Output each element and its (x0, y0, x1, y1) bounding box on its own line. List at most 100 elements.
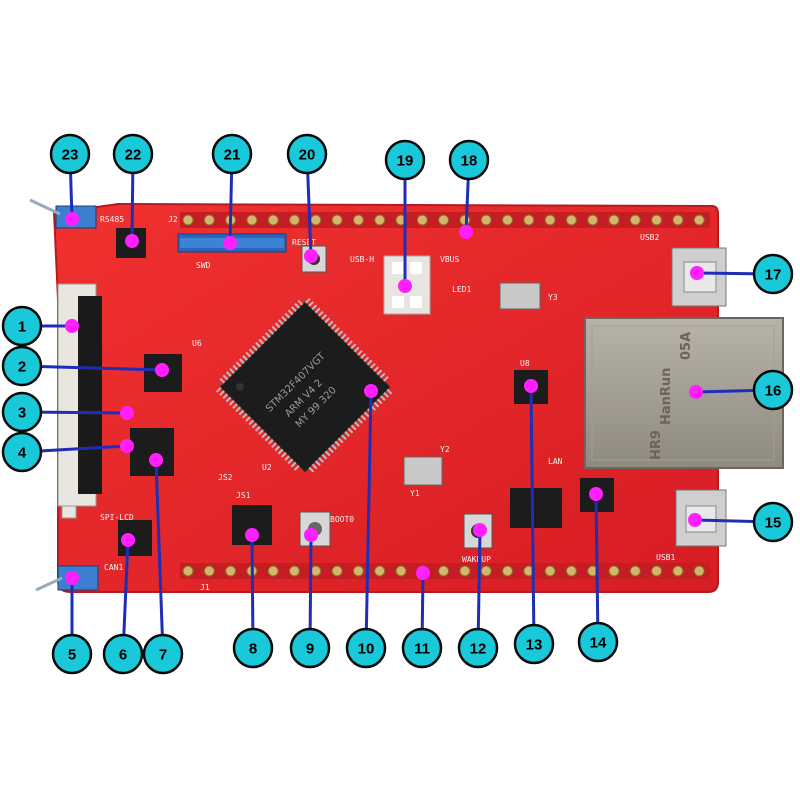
header-pin (246, 214, 258, 226)
label-u6: U6 (192, 339, 202, 348)
label-vbus: VBUS (440, 255, 459, 264)
header-pin (374, 214, 386, 226)
header-pin (225, 565, 237, 577)
header-pin (608, 565, 620, 577)
callout-bubble (142, 633, 184, 675)
target-marker (125, 234, 139, 248)
mcu-pin (274, 445, 281, 452)
mcu-pin (360, 353, 366, 359)
mcu-pin (327, 320, 334, 327)
mcu-pin (341, 434, 347, 441)
callout-bubble (513, 623, 555, 665)
target-marker (65, 212, 79, 226)
header-pin (651, 214, 663, 226)
mcu-pin (255, 342, 261, 348)
mcu-pin (340, 333, 347, 340)
callout-bubble (211, 133, 253, 175)
mcu-pin (277, 319, 284, 325)
mcu-pin (373, 401, 380, 408)
target-marker (473, 523, 487, 537)
mcu-pin (311, 304, 318, 311)
callout-number: 14 (590, 635, 607, 652)
header-pin (544, 214, 556, 226)
label-j2: J2 (168, 215, 178, 224)
header-pin (203, 565, 215, 577)
mcu-pin (248, 348, 255, 355)
callout-number: 17 (765, 267, 782, 284)
mcu-pin (238, 358, 245, 364)
target-marker (524, 379, 538, 393)
header-pin (310, 214, 322, 226)
callout-number: 22 (125, 147, 142, 164)
mcu-pin (383, 392, 390, 398)
callout-bubble (752, 369, 794, 411)
mcu-pin (280, 452, 287, 458)
callout-number: 23 (62, 147, 79, 164)
callout-10: 10 (345, 384, 387, 669)
mcu-pin (315, 460, 321, 467)
label-js1: JS1 (236, 491, 251, 500)
boot0-switch (299, 511, 331, 547)
mcu-pin (308, 301, 314, 307)
callout-bubble (752, 501, 794, 543)
mcu-pin (215, 387, 222, 393)
callout-12: 12 (457, 523, 499, 669)
mcu-pin (293, 465, 300, 471)
callout-20: 20 (286, 133, 328, 263)
header-pin (310, 565, 322, 577)
mcu-pin (311, 463, 318, 470)
mcu-pin (284, 455, 290, 461)
callout-bubble (345, 627, 387, 669)
lcd-connector (57, 283, 102, 519)
callout-number: 12 (470, 641, 487, 658)
target-marker (121, 533, 135, 547)
mcu-pin (386, 388, 393, 395)
target-marker (120, 406, 134, 420)
callout-number: 5 (68, 647, 76, 664)
ic-u5 (130, 428, 174, 476)
label-y2: Y2 (440, 445, 450, 454)
mcu-pin (219, 390, 225, 396)
header-j2 (180, 212, 710, 228)
target-marker (304, 528, 318, 542)
header-pin (629, 214, 641, 226)
mcu-pin (350, 424, 357, 431)
callout-5: 5 (51, 571, 93, 675)
target-marker (459, 225, 473, 239)
callout-number: 20 (299, 147, 316, 164)
label-u2: U2 (262, 463, 272, 472)
mcu-pin (238, 409, 245, 416)
mcu-pin (264, 332, 271, 338)
mcu-pin (268, 329, 274, 335)
mcu-pin (232, 403, 238, 409)
callout-22: 22 (112, 133, 154, 248)
mcu-pin (379, 372, 386, 379)
callout-8: 8 (232, 528, 274, 669)
mcu-pin (370, 362, 376, 369)
mcu-pin (264, 435, 271, 442)
header-pin (331, 565, 343, 577)
mcu-pin (251, 422, 258, 429)
mcu-pin (383, 375, 389, 382)
callout-number: 19 (397, 153, 414, 170)
mcu-pin (337, 330, 344, 337)
mcu-pin (328, 447, 334, 454)
header-pin (203, 214, 215, 226)
callout-1: 1 (1, 305, 79, 347)
callout-6: 6 (102, 533, 144, 675)
mcu-pin (258, 338, 265, 345)
mcu-pin (294, 302, 300, 309)
header-pin (693, 214, 705, 226)
header-pin (182, 214, 194, 226)
mcu-pin (347, 427, 354, 434)
mcu-pin (314, 307, 321, 314)
mcu-pin (360, 414, 367, 421)
target-marker (364, 384, 378, 398)
callout-bubble (401, 627, 443, 669)
callout-number: 10 (358, 641, 375, 658)
mcu-pin (287, 458, 294, 465)
mcu-pin (267, 439, 274, 445)
mcu-pin (357, 418, 363, 424)
